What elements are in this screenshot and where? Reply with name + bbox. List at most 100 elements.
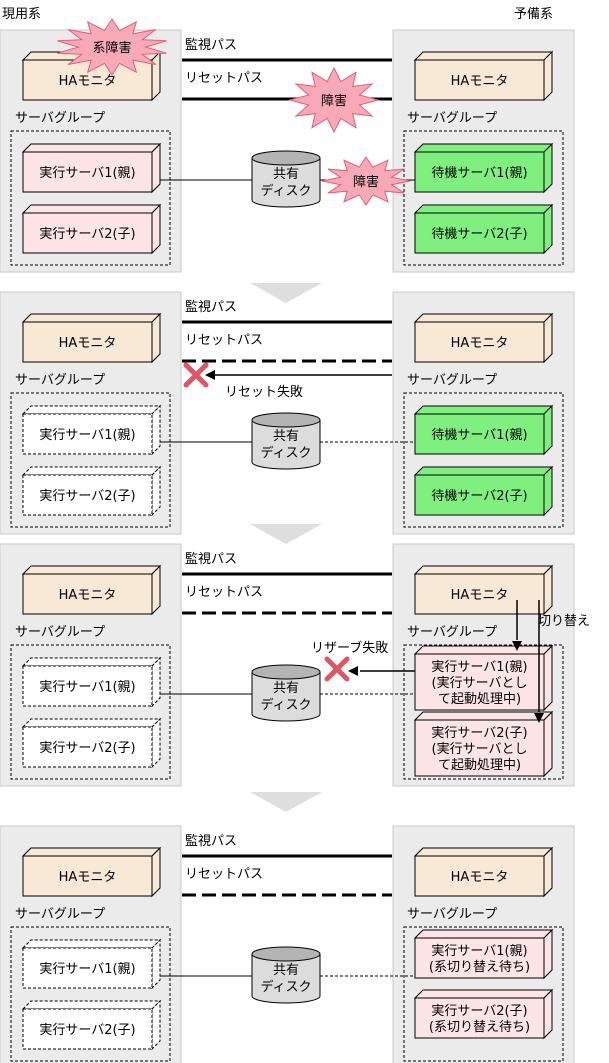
standby-server1-1: 待機サーバ1(親) (413, 142, 554, 194)
shared-disk-4-body (251, 954, 321, 1004)
ha-monitor-active-1-label-1: HAモニタ (59, 74, 117, 89)
standby-server2-2-side (543, 465, 553, 517)
exec-server2-active-4: 実行サーバ2(子) (21, 999, 162, 1051)
standby-server2-2-top (413, 466, 554, 476)
standby-server1-1-side (543, 142, 553, 194)
disk-label-line1: 共有 (273, 429, 299, 444)
exec-server2-active-3-front (22, 726, 153, 768)
exec-server1-active-3-side (151, 656, 161, 708)
system-failure-label: 系障害 (92, 40, 131, 56)
exec-server1-active-2-label-1: 実行サーバ1(親) (39, 427, 135, 443)
ha-monitor-active-4-label-1: HAモニタ (59, 870, 117, 885)
exec-server2-standby-3-front (414, 719, 545, 777)
exec-server1-active-1-label-1: 実行サーバ1(親) (39, 165, 135, 181)
standby-server1-2: 待機サーバ1(親) (413, 404, 554, 456)
disk-label-line1: 共有 (273, 681, 299, 696)
exec-server2-standby-4-front (414, 997, 545, 1039)
ha-monitor-standby-3-top (413, 565, 554, 575)
exec-server2-active-2-top (21, 466, 162, 476)
standby-server2-1-label-1: 待機サーバ2(子) (431, 227, 527, 242)
exec-server1-active-2-side (151, 404, 161, 456)
monitor-path-label-3: 監視パス (185, 551, 237, 567)
ha-monitor-active-3-top (21, 565, 162, 575)
ha-monitor-standby-2-top (413, 313, 554, 323)
ha-monitor-active-3-label-1: HAモニタ (59, 588, 117, 603)
disk-label-line2: ディスク (260, 445, 311, 461)
reset-path-label-1: リセットパス (185, 71, 263, 86)
disk-label-line2: ディスク (260, 697, 311, 713)
disk-label-line1: 共有 (273, 963, 299, 978)
exec-server1-active-3-label-1: 実行サーバ1(親) (39, 679, 135, 695)
exec-server1-active-3-front (22, 665, 153, 707)
exec-server2-active-1-front (22, 212, 153, 254)
server-group-frame-standby-4 (403, 926, 564, 1062)
exec-server1-standby-4-side (543, 928, 553, 980)
ha-monitor-active-3-side (151, 564, 161, 616)
ha-monitor-active-2-top (21, 313, 162, 323)
exec-server1-active-1-front (22, 151, 153, 193)
exec-server1-active-1: 実行サーバ1(親) (21, 142, 162, 194)
ha-monitor-standby-2-label-1: HAモニタ (451, 336, 509, 351)
exec-server2-standby-4: 実行サーバ2(子)(系切り替え待ち) (413, 988, 554, 1040)
reserve-failed-label: リザーブ失敗 (311, 640, 388, 656)
exec-server2-active-3-side (151, 717, 161, 769)
exec-server1-active-2-top (21, 405, 162, 415)
exec-server2-active-3: 実行サーバ2(子) (21, 717, 162, 769)
standby-server2-2-label-1: 待機サーバ2(子) (431, 489, 527, 504)
ha-monitor-standby-3-side (543, 564, 553, 616)
exec-server1-active-2-front (22, 413, 153, 455)
ha-monitor-standby-4-label-1: HAモニタ (451, 870, 509, 885)
standby-server1-2-side (543, 404, 553, 456)
reset-failed-cross (183, 362, 209, 388)
exec-server1-active-3-top (21, 657, 162, 667)
standby-server1-2-front (414, 413, 545, 455)
ha-monitor-standby-2-front (414, 321, 545, 363)
exec-server1-active-4: 実行サーバ1(親) (21, 938, 162, 990)
ha-monitor-standby-1-label-1: HAモニタ (451, 74, 509, 89)
exec-server1-standby-3-label-3: て起動処理中) (438, 692, 521, 707)
reset-path-label-4: リセットパス (185, 867, 263, 882)
exec-server2-active-1: 実行サーバ2(子) (21, 203, 162, 255)
exec-server1-standby-3-front (414, 653, 545, 711)
exec-server1-active-1-side (151, 142, 161, 194)
standby-server1-1-top (413, 143, 554, 153)
exec-server2-active-4-front (22, 1008, 153, 1050)
reserve-failed-cross-b (324, 656, 350, 682)
ha-monitor-active-4-top (21, 847, 162, 857)
shared-disk-2-body (251, 420, 321, 470)
standby-server1-2-label-1: 待機サーバ1(親) (431, 428, 527, 443)
exec-server2-active-1-side (151, 203, 161, 255)
switch-arrowhead-1 (512, 641, 522, 651)
exec-server1-active-4-front (22, 947, 153, 989)
ha-monitor-standby-4-top (413, 847, 554, 857)
standby-server2-2: 待機サーバ2(子) (413, 465, 554, 517)
reserve-attempt-arrowhead (348, 666, 358, 676)
ha-monitor-active-3: HAモニタ (21, 564, 162, 616)
server-group-label-active-2: サーバグループ (15, 373, 105, 388)
exec-server2-active-3-top (21, 718, 162, 728)
exec-server1-standby-4-label-2: (系切り替え待ち) (429, 960, 530, 975)
ha-monitor-standby-4-front (414, 855, 545, 897)
standby-system-label: 予備系 (514, 6, 553, 22)
monitor-path-label-4: 監視パス (185, 833, 237, 849)
reserve-failed-cross (324, 656, 350, 682)
standby-server2-1-side (543, 203, 553, 255)
system-failure-burst (57, 18, 167, 76)
exec-server2-active-2-side (151, 465, 161, 517)
exec-server2-active-2: 実行サーバ2(子) (21, 465, 162, 517)
reset-failed-label: リセット失敗 (225, 385, 303, 400)
standby-server2-1: 待機サーバ2(子) (413, 203, 554, 255)
shared-disk-3-body (251, 672, 321, 722)
standby-server2-1-front (414, 212, 545, 254)
standby-server1-1-front (414, 151, 545, 193)
exec-server1-active-3: 実行サーバ1(親) (21, 656, 162, 708)
ha-monitor-active-2-front (22, 321, 153, 363)
standby-server1-2-top (413, 405, 554, 415)
ha-monitor-standby-3: HAモニタ (413, 564, 554, 616)
